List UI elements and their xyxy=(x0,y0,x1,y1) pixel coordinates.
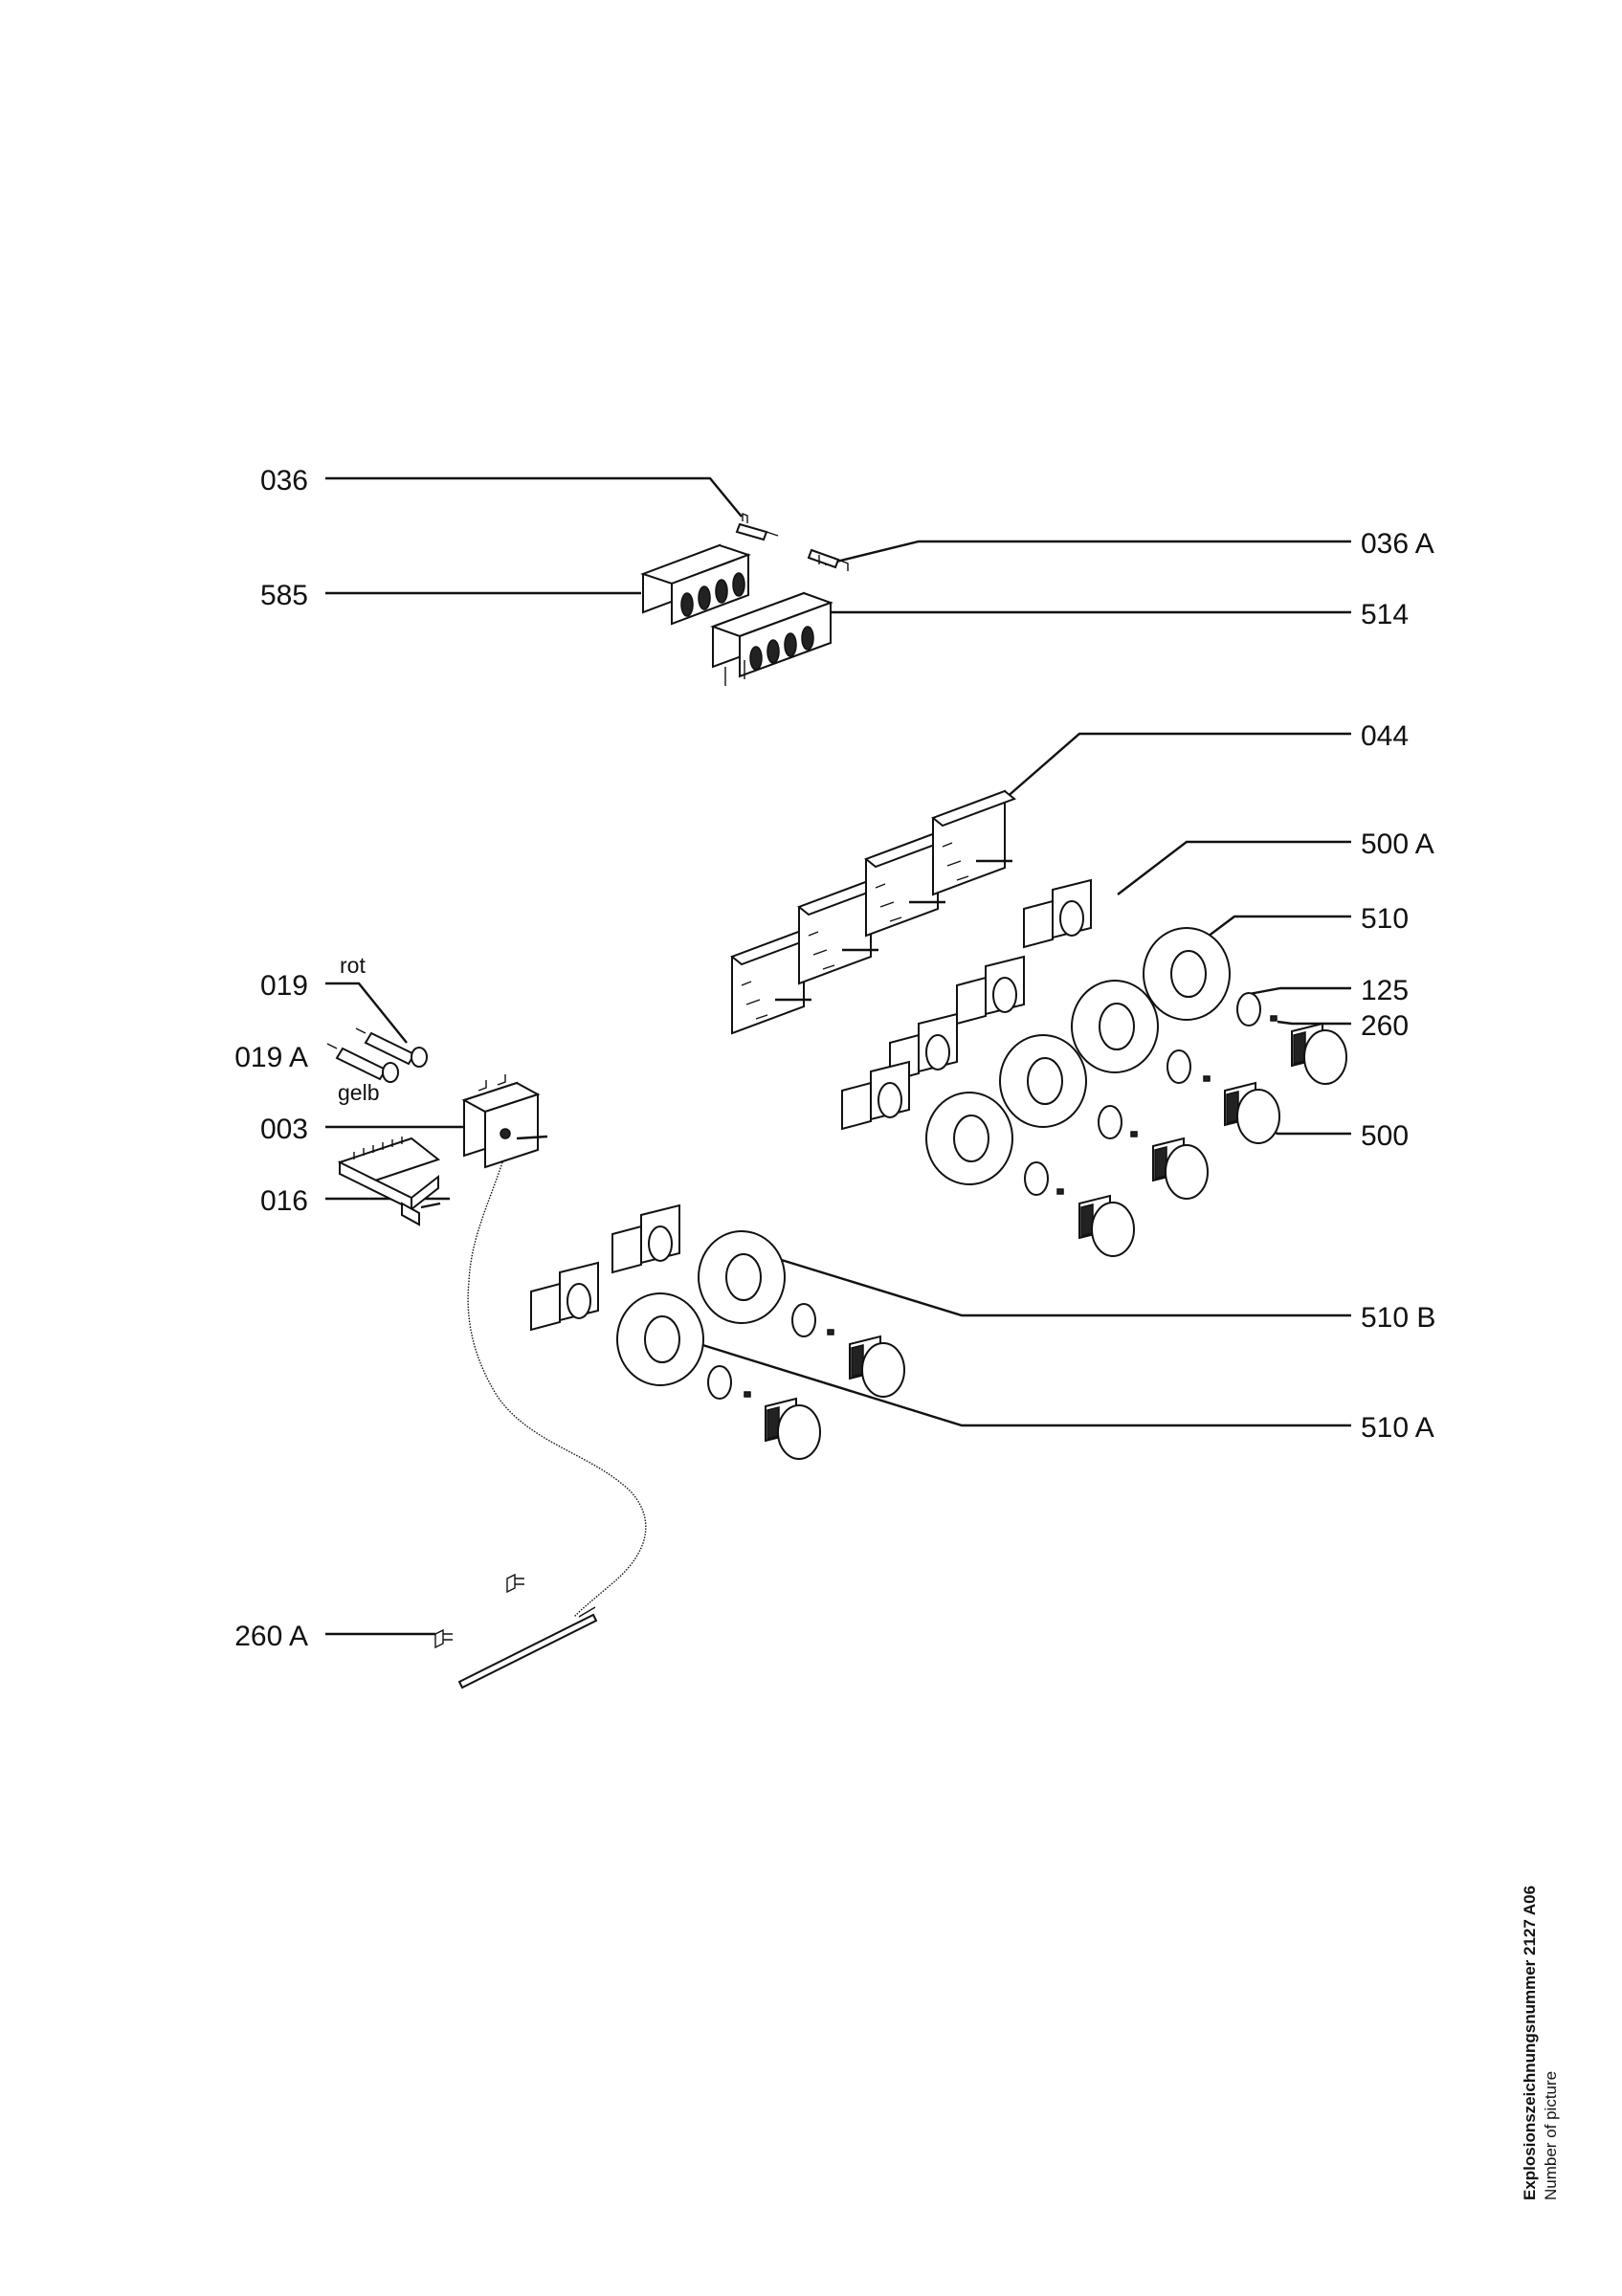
leader-lines xyxy=(325,476,1351,1636)
energy-regulator-044 xyxy=(729,789,1017,1035)
control-knob-500 xyxy=(765,1022,1347,1460)
callout-019a: 019 A xyxy=(234,1042,308,1073)
drawing-number-subtitle: Number of picture xyxy=(1542,2070,1560,2200)
escutcheon-ring-510 xyxy=(925,927,1231,1185)
callout-016: 016 xyxy=(260,1185,308,1217)
o-ring-125 xyxy=(707,992,1261,1400)
terminal-block-585 xyxy=(640,543,751,626)
callout-260a: 260 A xyxy=(234,1621,308,1652)
callout-003: 003 xyxy=(260,1114,308,1145)
terminal-connector-036a xyxy=(807,548,849,571)
terminal-connector-036 xyxy=(735,512,779,541)
callout-036a: 036 A xyxy=(1361,528,1434,560)
selector-switch-016 xyxy=(337,1137,441,1226)
callout-500a: 500 A xyxy=(1361,828,1434,860)
callout-125: 125 xyxy=(1361,975,1409,1006)
callout-036: 036 xyxy=(260,465,308,497)
callout-510b: 510 B xyxy=(1361,1302,1435,1334)
callout-labels: 036 036 A 585 514 044 500 A 510 125 260 … xyxy=(234,465,1435,1652)
callout-500: 500 xyxy=(1361,1120,1409,1152)
callout-510a: 510 A xyxy=(1361,1412,1434,1444)
escutcheon-ring-510a xyxy=(616,1292,704,1386)
drawing-number-label: Explosionszeichnungsnummer 2127 A06 xyxy=(1521,1885,1539,2200)
clip-260 xyxy=(744,1015,1278,1398)
escutcheon-ring-510b xyxy=(698,1230,786,1324)
wire-color-rot: rot xyxy=(340,953,366,978)
indicator-lamp-019a xyxy=(326,1043,399,1083)
indicator-lamp-019 xyxy=(355,1027,428,1068)
callout-514: 514 xyxy=(1361,599,1409,630)
thermostat-003 xyxy=(461,1074,548,1169)
callout-260: 260 xyxy=(1361,1010,1409,1042)
drawing-number-caption: Explosionszeichnungsnummer 2127 A06 Numb… xyxy=(1520,1822,1577,2200)
callout-510: 510 xyxy=(1361,903,1409,935)
callout-585: 585 xyxy=(260,580,308,611)
callout-044: 044 xyxy=(1361,720,1409,752)
wire-color-gelb: gelb xyxy=(338,1080,379,1105)
spindle-extension-500a xyxy=(530,878,1092,1332)
callout-019: 019 xyxy=(260,970,308,1002)
terminal-block-514 xyxy=(710,591,833,686)
sensor-capillary-260a xyxy=(434,1161,647,1689)
